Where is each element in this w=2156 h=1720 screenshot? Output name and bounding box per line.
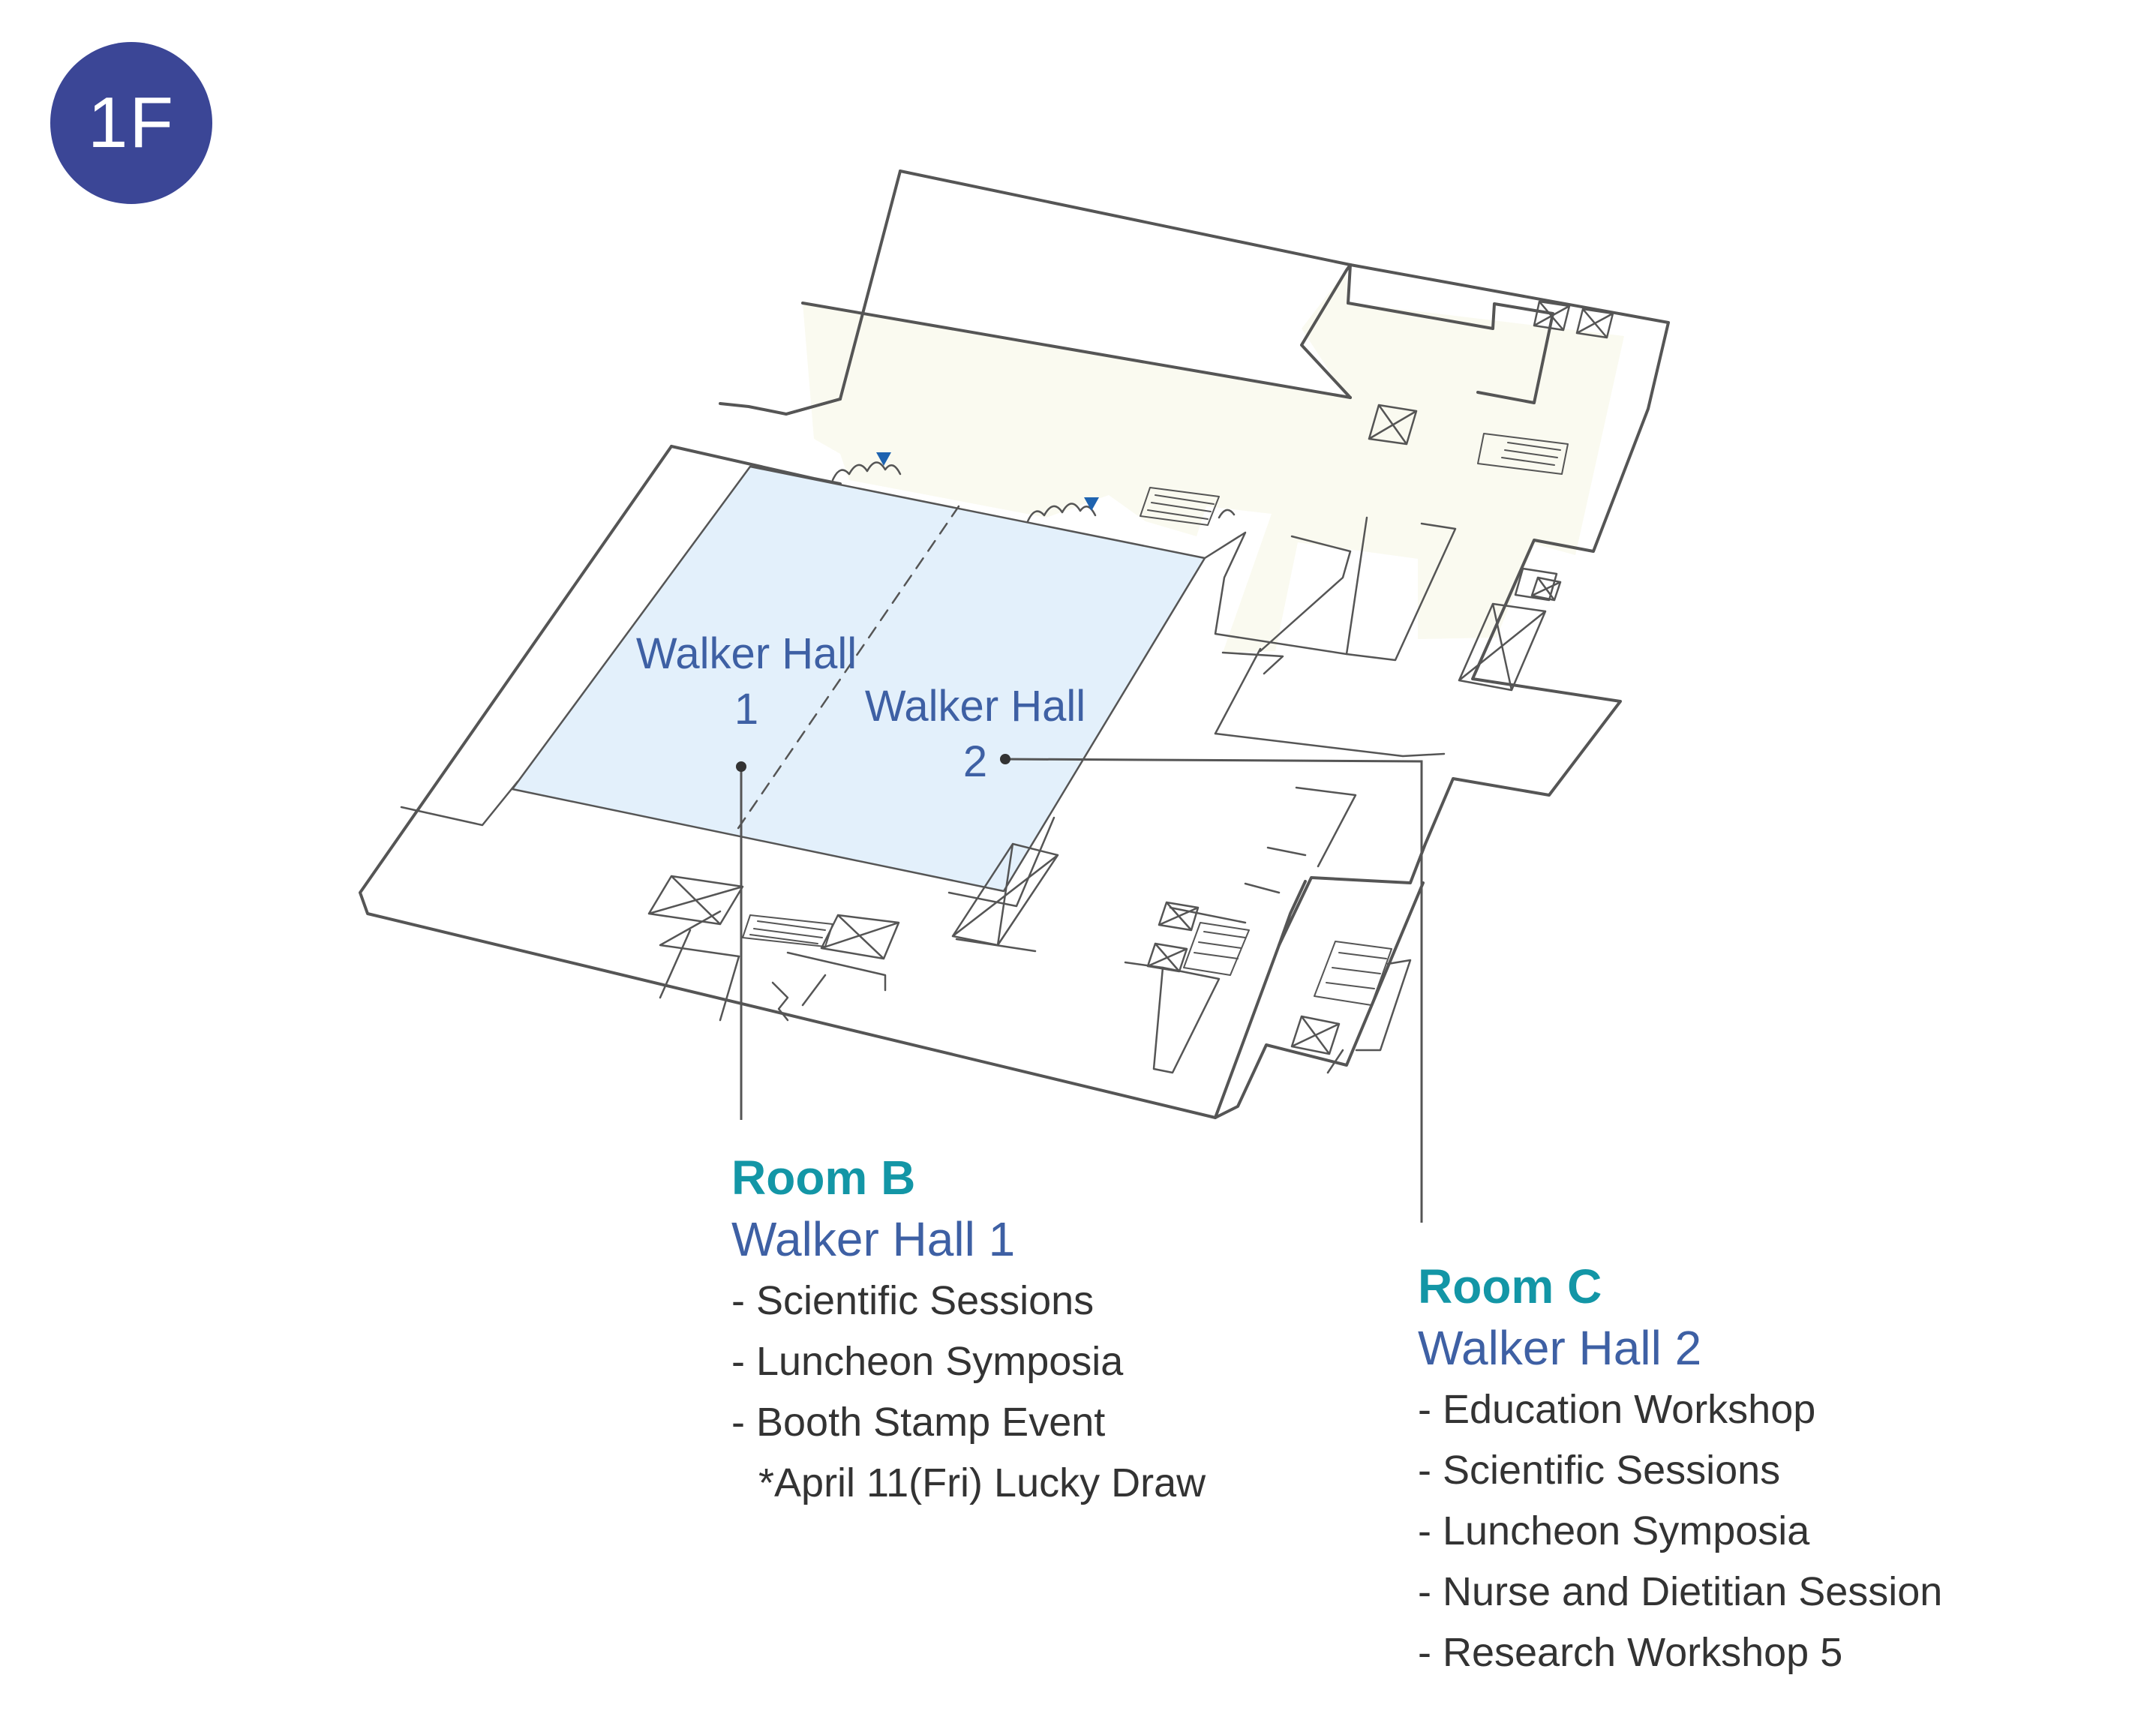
map-label-line: 2	[962, 737, 988, 786]
session-item: - Scientific Sessions	[731, 1278, 1095, 1323]
session-item: - Research Workshop 5	[1418, 1630, 1843, 1675]
pin-dot-room-b	[736, 761, 746, 772]
pin-dot-room-c	[1000, 754, 1010, 764]
map-label-line: Walker Hall	[635, 629, 857, 678]
room-c-code: Room C	[1418, 1259, 1602, 1313]
room-b-info: Room B Walker Hall 1 - Scientific Sessio…	[731, 1148, 1206, 1514]
session-item: - Luncheon Symposia	[1418, 1508, 1810, 1553]
entrance-marker-icon	[1084, 497, 1099, 511]
session-note: *April 11(Fri) Lucky Draw	[758, 1460, 1206, 1505]
walker-hall-area	[511, 465, 1206, 893]
room-c-info: Room C Walker Hall 2 - Education Worksho…	[1418, 1256, 1942, 1683]
session-item: - Luncheon Symposia	[731, 1339, 1124, 1384]
session-item: - Nurse and Dietitian Session	[1418, 1569, 1943, 1614]
staircase-icon	[742, 433, 1569, 1006]
session-item: - Education Workshop	[1418, 1387, 1816, 1432]
map-label-line: 1	[734, 685, 759, 734]
session-item: - Scientific Sessions	[1418, 1448, 1781, 1493]
entrance-marker-icon	[876, 452, 891, 466]
session-item: - Booth Stamp Event	[731, 1400, 1106, 1445]
map-label-line: Walker Hall	[864, 682, 1086, 731]
building-outline-north	[899, 170, 1670, 947]
map-label-walker-hall-2: Walker Hall 2	[840, 679, 1110, 790]
room-b-name: Walker Hall 1	[731, 1212, 1016, 1266]
room-c-name: Walker Hall 2	[1418, 1321, 1702, 1375]
floor-badge: 1F	[50, 42, 212, 204]
leader-line-room-c	[1004, 758, 1423, 1223]
elevator-icon	[647, 300, 1614, 1055]
room-b-code: Room B	[731, 1151, 916, 1205]
map-label-walker-hall-1: Walker Hall 1	[611, 626, 881, 737]
door-icon	[831, 461, 1236, 523]
lobby-area	[803, 270, 1624, 653]
